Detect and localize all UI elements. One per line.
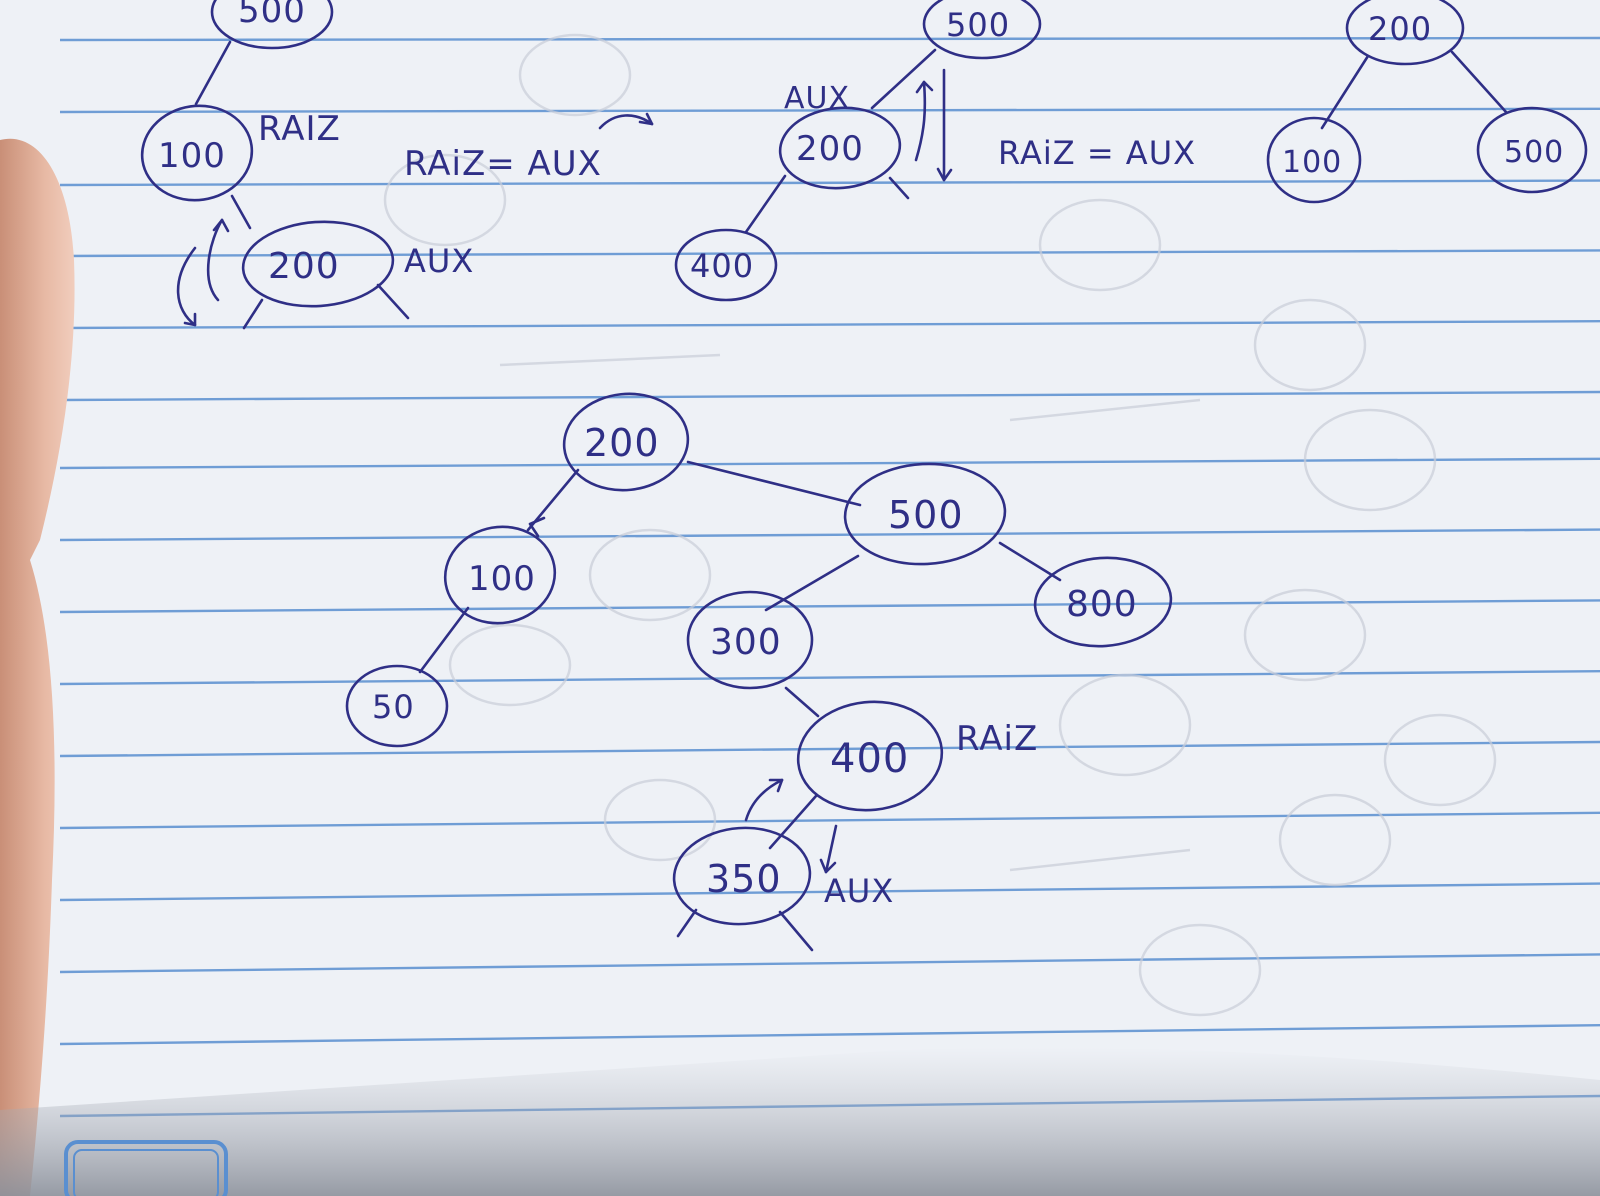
bleed-through-ink xyxy=(383,33,1497,1017)
sketch3-node-200 xyxy=(1345,0,1465,66)
sketch2-node-400-label: 400 xyxy=(690,247,754,285)
ruled-line xyxy=(59,107,1600,114)
node-50-label: 50 xyxy=(372,688,415,726)
ruled-line xyxy=(59,390,1600,402)
sketch1-node-500 xyxy=(210,0,334,50)
sketch1-node-500-label: 500 xyxy=(238,0,306,31)
sketch1-raiz-label: RAIZ xyxy=(258,109,341,149)
ruled-line xyxy=(59,670,1600,686)
node-50 xyxy=(345,664,449,748)
ruled-line xyxy=(59,457,1600,470)
node-300-label: 300 xyxy=(710,622,782,663)
sketch1-node-100 xyxy=(140,104,254,202)
ruled-line xyxy=(59,882,1600,902)
sketch-3 xyxy=(1266,0,1588,204)
ruled-lines xyxy=(59,36,1600,1118)
ruled-line xyxy=(59,740,1600,758)
sketch2-node-500-label: 500 xyxy=(946,6,1010,44)
node-350 xyxy=(672,826,812,926)
bottom-shadow xyxy=(0,1047,1600,1196)
sketch2-assignment: RAiZ = AUX xyxy=(998,134,1196,172)
node-300 xyxy=(686,590,814,690)
ruled-line xyxy=(59,528,1600,542)
sketch2-node-200-label: 200 xyxy=(796,129,864,169)
node-100 xyxy=(443,525,557,625)
node-100-label: 100 xyxy=(468,559,536,599)
ruled-line xyxy=(59,811,1600,830)
ruled-line xyxy=(59,36,1600,42)
node-500 xyxy=(843,462,1007,566)
notebook-logo-inner xyxy=(73,1149,219,1196)
sketch1-aux-label: AUX xyxy=(404,242,474,280)
node-800-label: 800 xyxy=(1066,584,1138,625)
notebook-logo-box xyxy=(64,1140,228,1196)
sketch1-node-200-label: 200 xyxy=(268,246,340,287)
thumb xyxy=(0,138,75,1196)
sketch-1-labels: 500 100 200 RAIZ AUX RAiZ= AUX xyxy=(158,0,602,287)
main-tree-nodes xyxy=(345,392,1173,926)
ruled-line xyxy=(59,179,1600,187)
ruled-line xyxy=(59,953,1600,974)
ruled-line xyxy=(59,599,1600,614)
main-tree-edges xyxy=(418,460,1062,952)
sketch3-node-500 xyxy=(1476,106,1588,194)
node-400 xyxy=(796,700,944,812)
sketch-2 xyxy=(674,0,1042,302)
node-200 xyxy=(562,392,690,492)
sketch1-assignment: RAiZ= AUX xyxy=(404,144,602,184)
aux-label: AUX xyxy=(824,872,894,910)
ruled-line xyxy=(59,249,1600,258)
node-350-label: 350 xyxy=(706,857,782,901)
node-400-label: 400 xyxy=(830,736,909,782)
sketch-1 xyxy=(140,0,654,330)
sketch3-node-100-label: 100 xyxy=(1282,145,1342,180)
raiz-label: RAiZ xyxy=(956,719,1038,759)
sketch3-node-500-label: 500 xyxy=(1504,135,1564,170)
ruled-line xyxy=(59,1024,1600,1046)
node-800 xyxy=(1033,556,1173,648)
node-200-label: 200 xyxy=(584,421,660,465)
node-500-label: 500 xyxy=(888,493,964,537)
sketch-2-labels: 500 200 400 AUX RAiZ = AUX xyxy=(690,6,1196,285)
sketch3-node-100 xyxy=(1266,116,1362,204)
sketch-3-labels: 200 100 500 xyxy=(1282,10,1564,180)
sketch2-node-200 xyxy=(778,106,902,190)
sketch2-aux-label: AUX xyxy=(784,81,850,116)
sketch1-node-100-label: 100 xyxy=(158,136,226,176)
ruled-line xyxy=(59,320,1600,330)
sketch1-node-200 xyxy=(241,220,395,308)
sketch2-node-400 xyxy=(674,228,778,302)
sketch2-node-500 xyxy=(922,0,1042,60)
sketch3-node-200-label: 200 xyxy=(1368,10,1432,48)
main-tree-labels: 200 500 100 50 300 800 400 350 RAiZ AUX xyxy=(372,421,1138,910)
